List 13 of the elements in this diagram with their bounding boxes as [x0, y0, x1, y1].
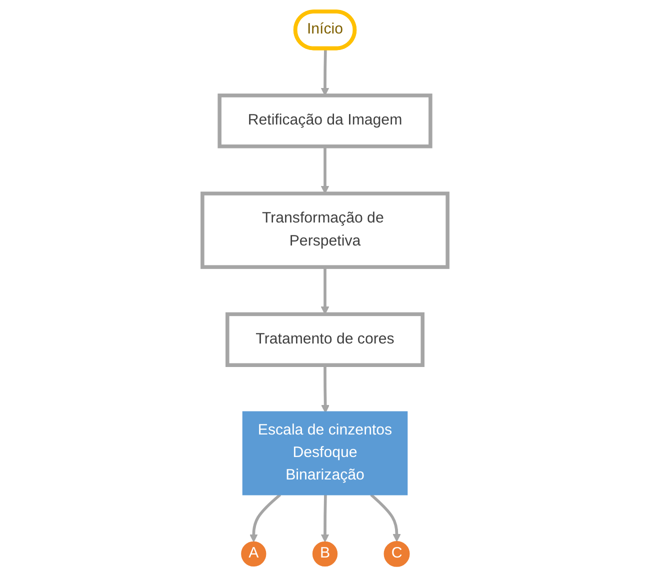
node-box: Tratamento de cores	[225, 312, 424, 367]
arrow	[370, 494, 400, 542]
arrow	[320, 365, 329, 414]
node-box: Transformação de Perspetiva	[200, 192, 449, 269]
arrow	[320, 146, 329, 194]
node-box: Retificação da Imagem	[217, 94, 432, 148]
arrow	[320, 48, 329, 96]
arrow	[249, 494, 281, 542]
arrow	[320, 267, 329, 315]
node-circle: B	[312, 541, 338, 566]
node-circle: A	[240, 541, 266, 566]
node-circle: C	[383, 540, 410, 567]
arrow	[320, 494, 329, 542]
